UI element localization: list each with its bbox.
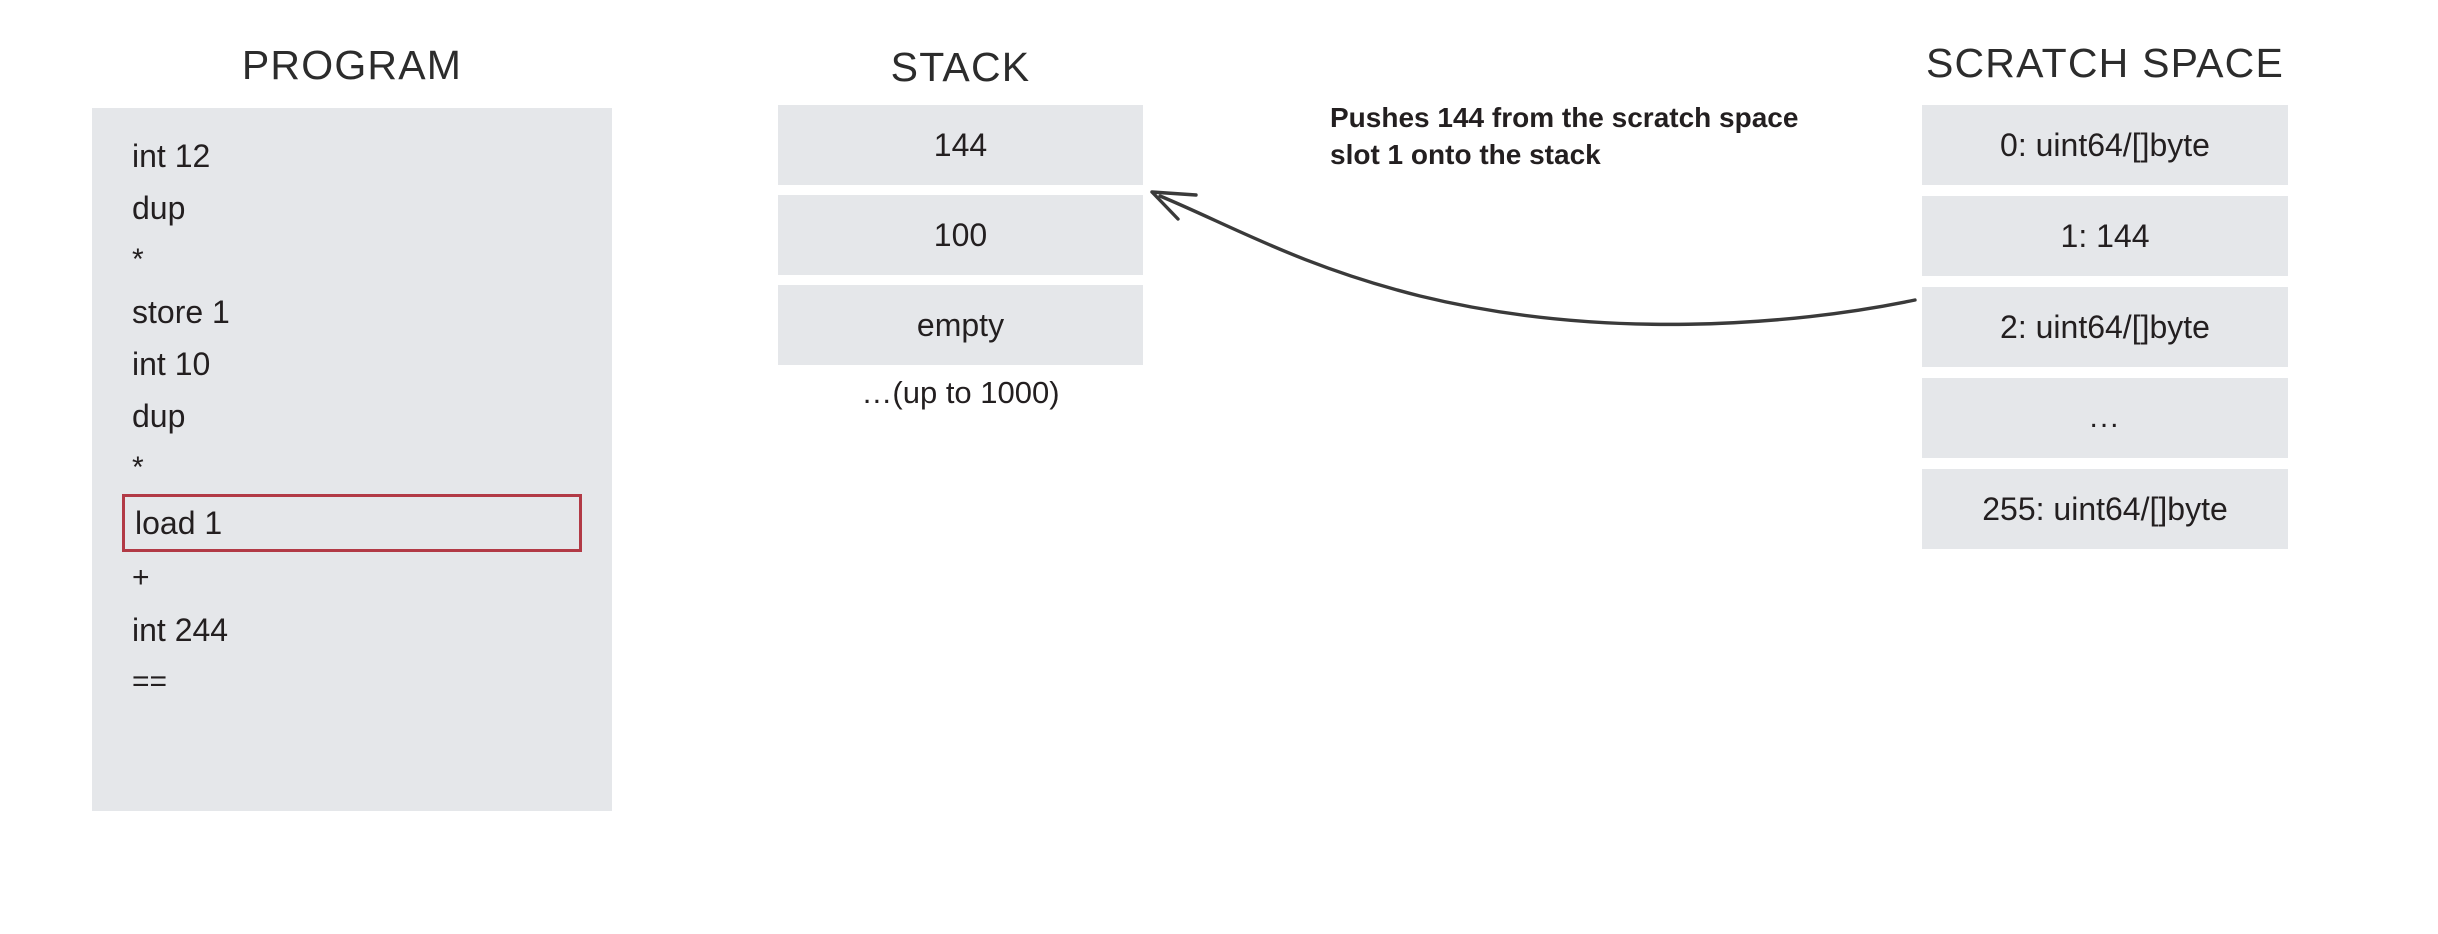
program-column-title: PROGRAM: [241, 42, 463, 88]
program-instruction: int 12: [132, 138, 211, 174]
program-instruction: int 10: [132, 346, 211, 382]
stack-cell: 144: [778, 105, 1143, 185]
scratch-space-column-title: SCRATCH SPACE: [1925, 40, 2285, 86]
program-instruction-highlighted: load 1: [122, 494, 582, 552]
program-instruction: ==: [132, 665, 168, 698]
arrow-head-icon: [1150, 190, 1198, 221]
scratch-space-column: 0: uint64/[]byte 1: 144 2: uint64/[]byte..…: [1922, 105, 2288, 560]
stack-column: 144 100 empty …(up to 1000): [778, 105, 1143, 411]
program-instruction: +: [132, 561, 150, 594]
program-instruction: int 244: [132, 612, 229, 648]
stack-overflow-note: …(up to 1000): [861, 375, 1060, 410]
program-instruction: dup: [132, 398, 186, 434]
stack-cell-list: 144 100 empty: [778, 105, 1143, 365]
scratch-cell: 1: 144: [1922, 196, 2288, 276]
scratch-cell: ...: [1922, 378, 2288, 458]
program-instruction: *: [132, 451, 144, 484]
program-instruction-list: int 12 dup * store 1 int 10 dup * load 1 + int 24…: [92, 108, 612, 708]
stack-cell: empty: [778, 285, 1143, 365]
stack-column-title: STACK: [890, 44, 1031, 90]
stack-cell: 100: [778, 195, 1143, 275]
annotation-label: Pushes 144 from the scratch space slot 1…: [1330, 102, 1799, 170]
scratch-cell: 0: uint64/[]byte: [1922, 105, 2288, 185]
scratch-cell-list: 0: uint64/[]byte 1: 144 2: uint64/[]byte..…: [1922, 105, 2288, 549]
scratch-cell: 2: uint64/[]byte: [1922, 287, 2288, 367]
program-instruction: *: [132, 243, 144, 276]
program-panel: int 12 dup * store 1 int 10 dup * load 1 + int 24…: [92, 108, 612, 811]
arrow-curve-path: [1158, 194, 1917, 327]
program-instruction: store 1: [132, 294, 230, 330]
program-instruction: dup: [132, 190, 186, 226]
scratch-cell: 255: uint64/[]byte: [1922, 469, 2288, 549]
